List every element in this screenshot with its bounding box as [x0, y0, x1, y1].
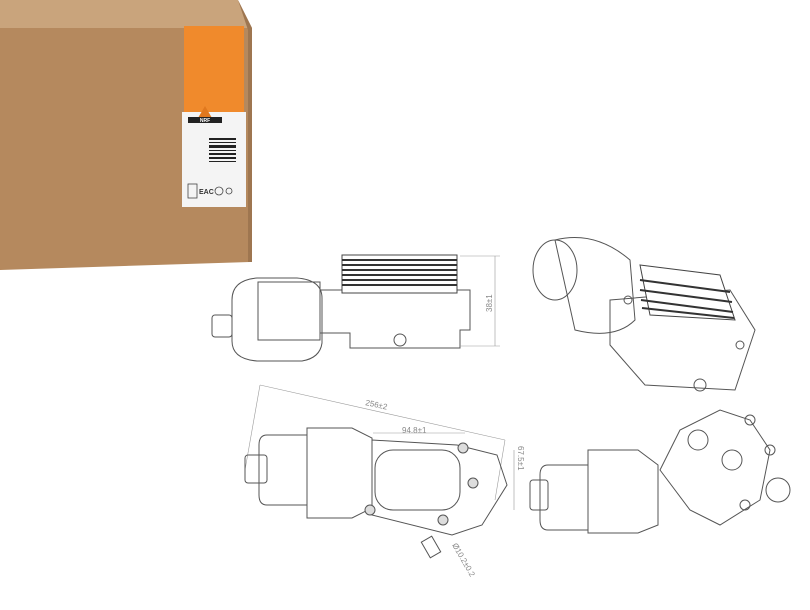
height-dimension: 38±1	[485, 294, 494, 312]
mount-dimension: 67.5±1	[516, 446, 525, 471]
product-box-image: NRF EAC	[0, 0, 252, 270]
port-dimension: Ø10.2±0.2	[450, 542, 477, 579]
bolt	[467, 477, 479, 489]
side-view-drawing: 38±1	[211, 254, 500, 362]
bolt	[364, 504, 376, 516]
width-dimension: 94.8±1	[402, 426, 427, 435]
iso-cooler-fins	[639, 264, 736, 321]
brand-label: NRF	[200, 118, 210, 124]
white-label	[182, 112, 246, 207]
bolt	[437, 514, 449, 526]
certification-mark: EAC	[199, 189, 214, 196]
cooler-fins	[341, 254, 458, 294]
box-side-shadow	[238, 0, 252, 262]
barcode	[209, 138, 236, 162]
certification-marks	[187, 183, 233, 199]
bolt	[457, 442, 469, 454]
orange-label	[184, 26, 244, 114]
isometric-view-drawing	[532, 237, 756, 392]
underside-view-drawing	[529, 409, 791, 534]
top-view-drawing: 256±2 94.8±1 67.5±1 Ø10.2±0.2	[244, 384, 525, 579]
box-top-face	[0, 0, 252, 28]
length-dimension: 256±2	[365, 398, 389, 412]
brand-logo: NRF	[188, 106, 222, 124]
